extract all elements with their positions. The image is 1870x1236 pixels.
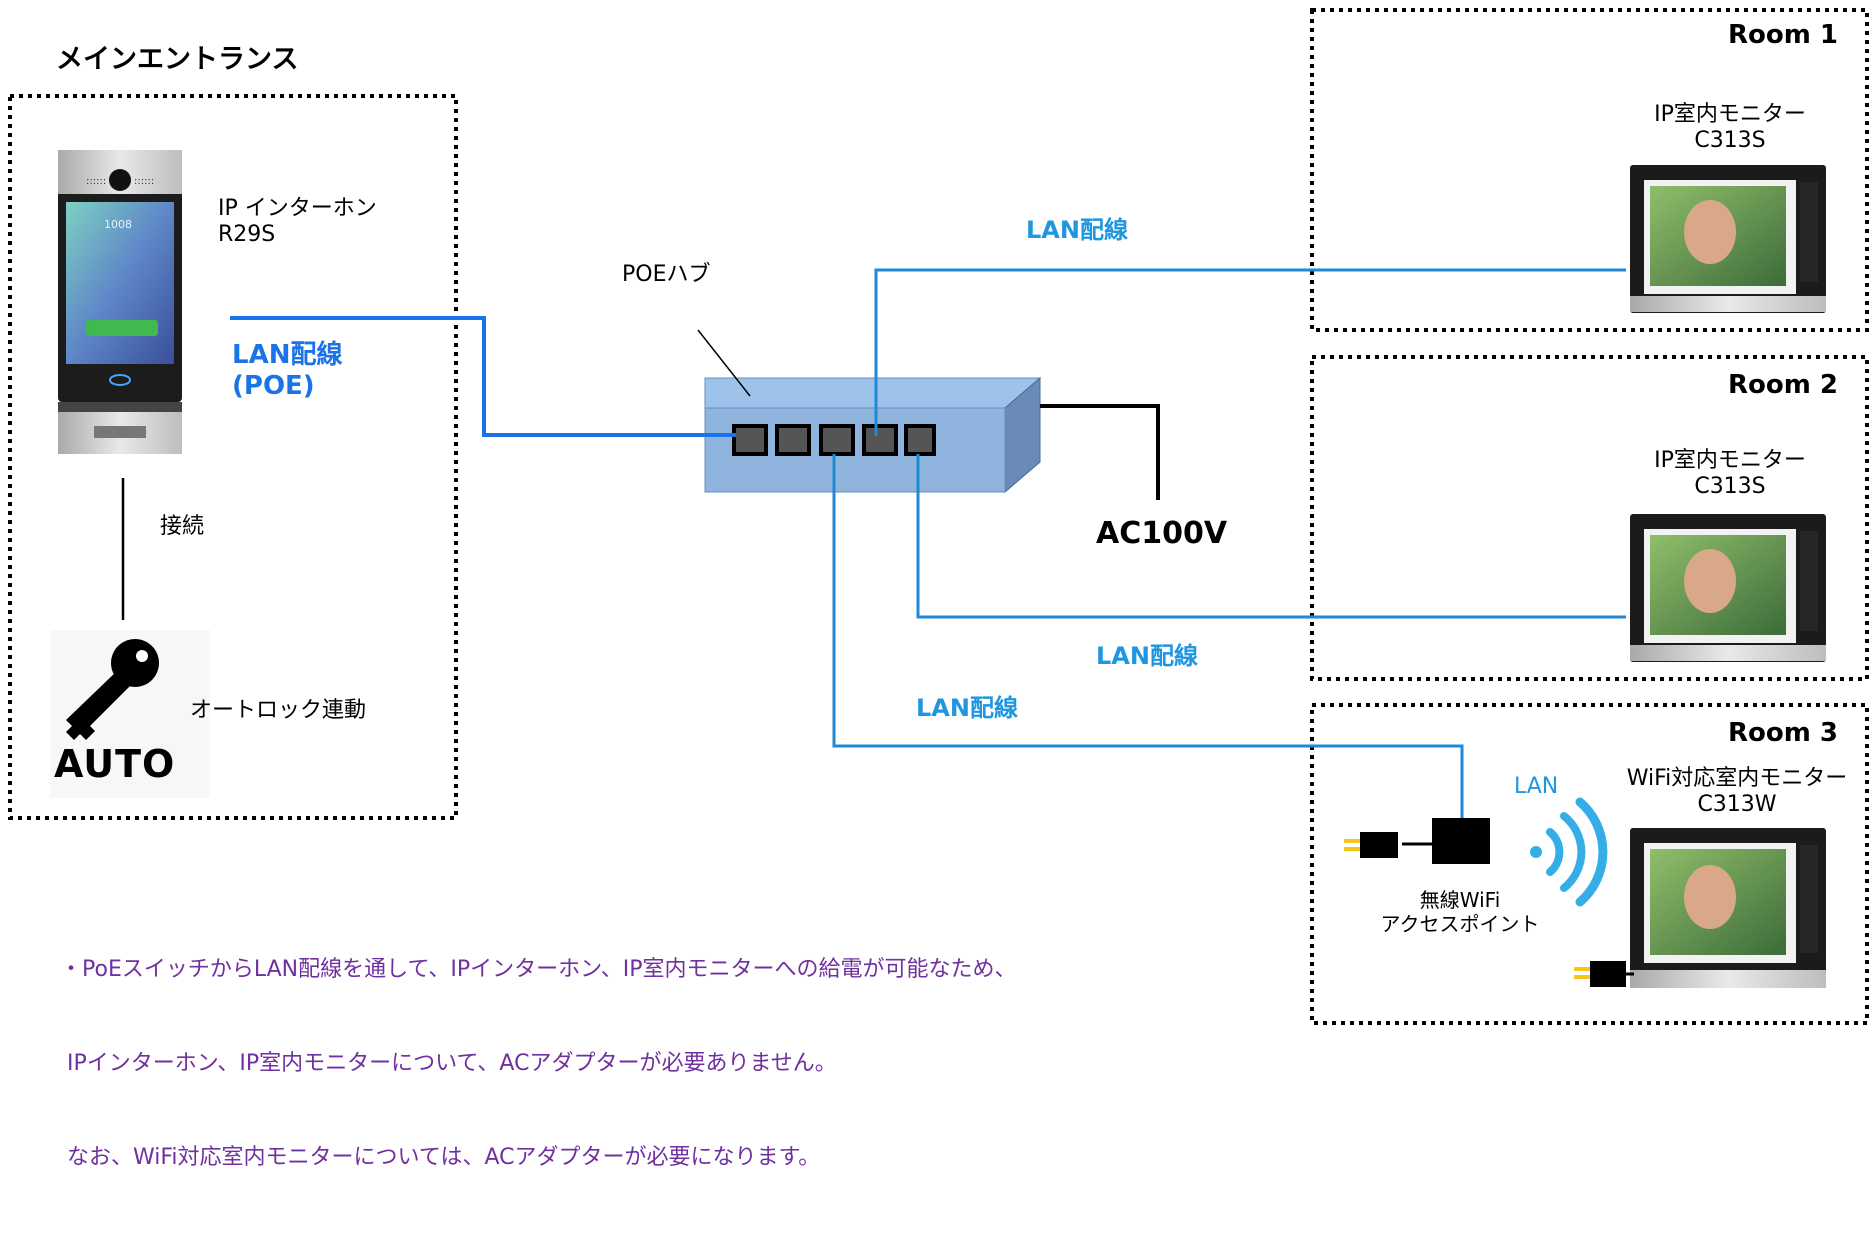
room3-monitor-label: WiFi対応室内モニター C313W: [1626, 766, 1848, 818]
wifi-ap-label: 無線WiFi アクセスポイント: [1380, 888, 1540, 936]
hub-pointer-line: [697, 329, 751, 397]
key-icon: [50, 630, 210, 798]
intercom-device: :::::: ::::::: [58, 150, 182, 454]
room1-title: Room 1: [1728, 20, 1838, 50]
connect-label: 接続: [160, 514, 205, 539]
svg-text:::::::: ::::::: [134, 176, 154, 187]
lan-label-room1: LAN配線: [1026, 216, 1128, 244]
footnote-line-3: なお、WiFi対応室内モニターについては、ACアダプターが必要になります。: [60, 1144, 821, 1170]
poe-hub-icon: [704, 376, 1042, 494]
power-label: AC100V: [1096, 516, 1228, 551]
monitor-room2: [1630, 514, 1826, 662]
svg-text:::::::: ::::::: [86, 176, 106, 187]
footnote-line-1: ・PoEスイッチからLAN配線を通して、IPインターホン、IP室内モニターへの給…: [60, 957, 1017, 983]
lan-label-room3: LAN配線: [916, 694, 1018, 722]
room3-title: Room 3: [1728, 718, 1838, 748]
intercom-display-number: 1008: [104, 218, 132, 231]
entrance-title: メインエントランス: [56, 44, 299, 75]
lan-poe-label: LAN配線 (POE): [232, 340, 343, 402]
diagram-graphics: :::::: ::::::: [8, 8, 1869, 1025]
lan-cable-poe: [230, 316, 736, 437]
monitor-room1: [1630, 165, 1826, 313]
room2-title: Room 2: [1728, 370, 1838, 400]
lan-cable-room2: [916, 454, 1626, 619]
auto-text: AUTO: [54, 742, 176, 786]
hub-label: POEハブ: [622, 262, 711, 287]
room3-box: [1310, 703, 1869, 1025]
wifi-access-point-icon: [1344, 818, 1490, 864]
autolock-label: オートロック連動: [190, 698, 367, 723]
entrance-box: [8, 94, 458, 820]
network-diagram: :::::: ::::::: [8, 8, 1869, 1170]
lan-label-room2: LAN配線: [1096, 642, 1198, 670]
room1-box: [1310, 8, 1869, 332]
wifi-lan-label: LAN: [1514, 774, 1559, 799]
room2-box: [1310, 355, 1869, 681]
lan-cable-room3: [832, 454, 1464, 820]
room2-monitor-label: IP室内モニター C313S: [1654, 448, 1806, 500]
footnote: ・PoEスイッチからLAN配線を通して、IPインターホン、IP室内モニターへの給…: [60, 892, 1160, 1236]
wifi-signal-icon: [1530, 797, 1608, 907]
room1-monitor-label: IP室内モニター C313S: [1654, 102, 1806, 154]
power-cable: [1040, 404, 1160, 500]
monitor-power-plug-icon: [1574, 961, 1634, 987]
intercom-label: IP インターホン R29S: [218, 196, 377, 248]
footnote-line-2: IPインターホン、IP室内モニターについて、ACアダプターが必要ありません。: [60, 1051, 837, 1077]
monitor-room3: [1630, 828, 1826, 988]
lan-cable-room1: [874, 268, 1626, 436]
